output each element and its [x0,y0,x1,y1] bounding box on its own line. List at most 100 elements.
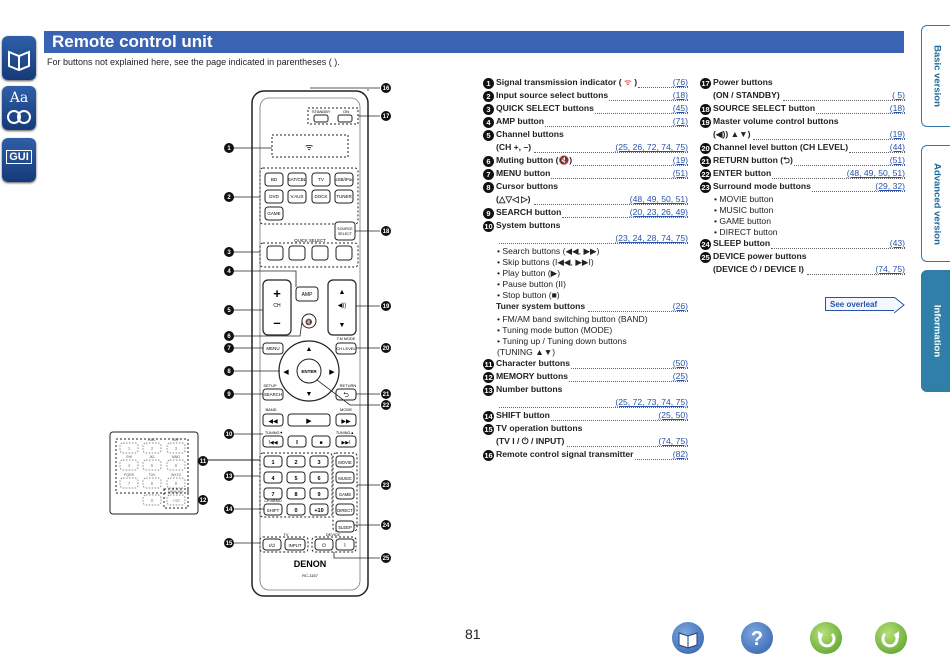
item-number: 16 [483,450,494,461]
tab-basic-version[interactable]: Basic version [921,25,950,127]
contents-book-icon[interactable] [672,622,704,654]
page-reference-link[interactable]: ( 5) [890,90,905,100]
page-reference-link[interactable]: (71) [670,116,688,126]
svg-text:GAME: GAME [267,211,280,216]
page-reference-link[interactable]: (76) [670,77,688,87]
list-sub-item: • GAME button [700,217,905,228]
see-overleaf-link[interactable]: See overleaf [825,297,905,313]
page-reference-link[interactable]: (51) [670,168,688,178]
svg-text:+10: +10 [172,498,180,503]
page-reference-link[interactable]: (18) [887,103,905,113]
item-label: (△▽◁ ▷) [496,194,531,204]
page-reference-link[interactable]: (82) [670,449,688,459]
tab-advanced-version[interactable]: Advanced version [921,145,950,262]
svg-text:MODE: MODE [340,407,352,412]
page-reference-link[interactable]: (74, 75) [873,264,905,274]
item-number: 2 [483,91,494,102]
svg-text:INPUT: INPUT [289,543,302,548]
item-number: 4 [483,117,494,128]
bullet-text: • DIRECT button [714,227,778,237]
svg-text:▶▶I: ▶▶I [341,440,350,446]
item-label: (CH +, –) [496,142,532,152]
svg-text:22: 22 [383,403,390,409]
svg-text:▶: ▶ [329,369,335,376]
svg-text:▶▶: ▶▶ [341,419,351,425]
svg-text:14: 14 [226,507,233,513]
page-reference-link[interactable]: (25, 50) [656,410,688,420]
svg-text:2: 2 [151,446,154,451]
page-reference-link[interactable]: (48, 49, 50, 51) [844,168,905,178]
item-number: 7 [483,169,494,180]
dot-leader [551,420,688,421]
page-reference-link[interactable]: (44) [887,142,905,152]
svg-text:MNO: MNO [172,455,180,459]
page-reference-link[interactable]: (25, 26, 72, 74, 75) [613,142,688,152]
svg-text:DIRECT: DIRECT [337,508,353,513]
svg-text:ENTER: ENTER [301,369,317,374]
svg-text:0: 0 [151,498,154,503]
svg-text:MOVIE: MOVIE [338,460,352,465]
svg-text:STANDBY: STANDBY [312,109,331,114]
dot-leader [816,113,905,114]
page-reference-link[interactable]: (18) [670,90,688,100]
page-number: 81 [465,626,481,642]
gui-icon[interactable]: GUI [2,138,36,182]
item-label: TV operation buttons [496,423,583,433]
index-icon[interactable]: Aa [2,86,36,130]
svg-text:15: 15 [226,541,233,547]
help-icon[interactable]: ? [741,622,773,654]
svg-text:BD: BD [271,177,278,182]
item-number: 18 [700,104,711,115]
page-reference-link[interactable]: (50) [670,358,688,368]
page-reference-link[interactable]: (25) [670,371,688,381]
page-reference-link[interactable]: (51) [887,155,905,165]
page-reference-link[interactable]: (19) [670,155,688,165]
tab-information[interactable]: Information [921,270,950,392]
page-reference-link[interactable]: (43) [887,238,905,248]
item-label-end: ) [631,77,638,87]
svg-text:RETURN: RETURN [340,383,357,388]
item-label: Remote control signal transmitter [496,449,634,459]
contents-icon[interactable] [2,36,36,80]
page-reference-link[interactable]: (20, 23, 26, 49) [627,207,688,217]
svg-text:?: ? [751,628,763,650]
page-reference-link[interactable]: (26) [670,301,688,311]
bullet-text: • Skip buttons (I◀◀, ▶▶I) [497,257,594,267]
svg-text:7: 7 [227,346,231,352]
dot-leader [807,274,905,275]
page-reference-link[interactable]: (74, 75) [656,436,688,446]
page-reference-link[interactable]: (23, 24, 28, 74, 75) [613,233,688,243]
item-label: Channel buttons [496,129,564,139]
svg-text:WXYZ: WXYZ [171,473,182,477]
svg-text:24: 24 [383,523,390,529]
dot-leader [635,459,688,460]
forward-icon[interactable] [875,622,907,654]
svg-text:13: 13 [226,474,233,480]
item-label: ENTER button [713,168,772,178]
back-icon[interactable] [810,622,842,654]
svg-text:9: 9 [227,392,231,398]
page-reference-link[interactable]: (45) [670,103,688,113]
list-sub-item: • Search buttons (◀◀, ▶▶) [483,247,688,258]
page-reference-link[interactable]: (19) [887,129,905,139]
page-reference-link[interactable]: (29, 32) [873,181,905,191]
svg-text:⏻: ⏻ [322,543,326,549]
dot-leader [573,165,688,166]
svg-text:ON: ON [343,109,349,114]
page-reference-link[interactable]: (25, 72, 73, 74, 75) [613,397,688,407]
svg-text:JKL: JKL [149,455,155,459]
item-label: SLEEP button [713,238,771,248]
svg-text:SEARCH: SEARCH [264,392,282,397]
page-reference-link[interactable]: (48, 49, 50, 51) [627,194,688,204]
svg-text:GAME: GAME [339,492,352,497]
svg-text:6: 6 [227,334,231,340]
svg-text:MUSIC: MUSIC [338,476,352,481]
svg-text:TUV: TUV [149,473,157,477]
item-label: Power buttons [713,77,773,87]
svg-text:21: 21 [383,392,390,398]
